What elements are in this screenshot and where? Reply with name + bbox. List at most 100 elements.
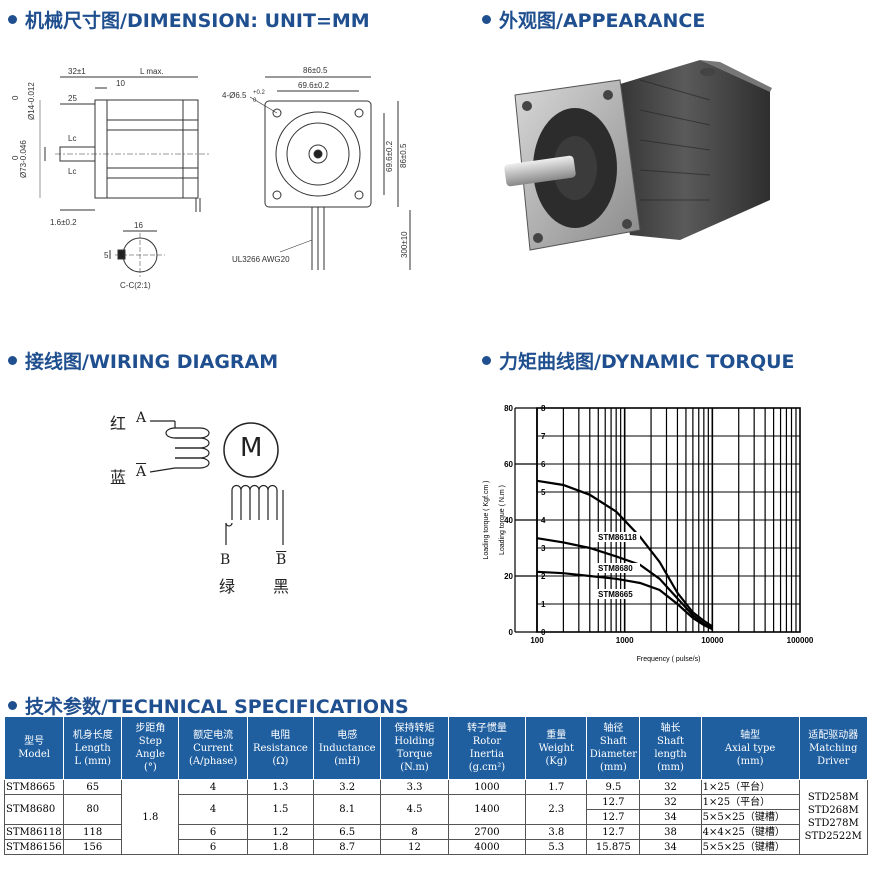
table-cell: 6.5 xyxy=(313,824,382,840)
dim-label: 4-Ø6.5 xyxy=(222,91,247,100)
column-header-line: Holding xyxy=(394,736,435,747)
series-label-bg xyxy=(596,563,640,573)
column-header-line: (mm) xyxy=(736,755,764,767)
driver-name: STD278M xyxy=(807,818,859,829)
y-axis-label-left: Loading torque ( Kgf.cm ) xyxy=(483,481,490,560)
motor-symbol: M xyxy=(240,433,263,463)
column-header-line: Current xyxy=(193,742,234,754)
table-cell: 9.5 xyxy=(586,779,641,795)
table-cell: STM8680 xyxy=(3,794,65,825)
table-cell: 2700 xyxy=(447,824,527,840)
column-header-line: length xyxy=(654,749,687,760)
table-cell: 65 xyxy=(63,779,123,795)
series-line xyxy=(536,479,713,628)
torque-heading: 力矩曲线图/DYNAMIC TORQUE xyxy=(482,347,795,374)
column-header-line: 轴径 xyxy=(603,723,624,734)
column-header-line: Resistance xyxy=(252,742,308,754)
wiring-diagram xyxy=(149,420,284,545)
table-cell: 4 xyxy=(178,794,248,825)
column-header-line: Length xyxy=(74,742,111,754)
y-tick-label-left: 80 xyxy=(504,404,513,413)
table-cell: 3.3 xyxy=(380,779,449,795)
y-tick-label-right: 2 xyxy=(541,572,546,581)
y-tick-label-left: 20 xyxy=(504,572,513,581)
series-line xyxy=(536,570,713,631)
dim-label: 32±1 xyxy=(68,67,86,76)
column-header-line: (A/phase) xyxy=(188,755,238,767)
column-header-line: 重量 xyxy=(546,729,567,741)
column-header-line: 轴长 xyxy=(660,723,681,734)
y-tick-label-right: 0 xyxy=(541,628,546,637)
dim-label: 25 xyxy=(68,94,77,103)
column-header-line: Shaft xyxy=(599,736,627,747)
table-cell: 3.2 xyxy=(313,779,382,795)
column-header-line: Model xyxy=(18,749,50,760)
wire-label-b-bar: B xyxy=(276,552,287,568)
bullet-icon xyxy=(8,15,17,24)
column-header-line: Inductance xyxy=(318,742,376,754)
bullet-icon xyxy=(482,15,491,24)
dim-label: Lc xyxy=(68,134,76,143)
dim-label: 5 xyxy=(104,251,109,260)
dim-label: C-C(2:1) xyxy=(120,281,151,290)
y-tick-label-right: 3 xyxy=(541,544,546,553)
table-cell: 8.7 xyxy=(313,839,382,855)
column-header-line: Shaft xyxy=(657,736,685,747)
x-tick-label: 10000 xyxy=(701,636,724,645)
dim-label: Ø14-0.012 xyxy=(27,82,36,120)
dim-label: 10 xyxy=(116,79,125,88)
y-tick-label-right: 6 xyxy=(541,460,546,469)
column-header-line: Rotor xyxy=(472,736,502,747)
table-cell: 1.2 xyxy=(246,824,315,840)
column-header-line: 电阻 xyxy=(270,729,291,741)
dim-label: +0.2 xyxy=(253,90,266,96)
dim-label: 0 xyxy=(253,98,257,104)
y-tick-label-right: 4 xyxy=(541,516,546,525)
dim-label: 86±0.5 xyxy=(303,66,328,75)
dim-label: 300±10 xyxy=(400,231,409,258)
table-cell: 6 xyxy=(178,824,248,840)
y-tick-label-right: 7 xyxy=(541,432,546,441)
column-header-line: Driver xyxy=(817,755,850,767)
column-header-line: (g.cm²) xyxy=(468,762,506,773)
y-tick-label-right: 1 xyxy=(541,600,546,609)
x-tick-label: 100 xyxy=(530,636,544,645)
table-cell: 1000 xyxy=(447,779,527,795)
table-cell: STM86118 xyxy=(3,824,65,840)
column-header-line: 机身长度 xyxy=(72,729,113,741)
column-header-line: Step xyxy=(138,736,162,747)
table-cell: STM86156 xyxy=(3,839,65,855)
table-cell: 4 xyxy=(178,779,248,795)
table-cell: 4×4×25（键槽） xyxy=(700,824,800,840)
appearance-heading: 外观图/APPEARANCE xyxy=(482,6,705,33)
table-cell: STM8665 xyxy=(3,779,65,795)
y-tick-label-left: 40 xyxy=(504,516,513,525)
driver-name: STD268M xyxy=(807,805,859,816)
column-header-line: Inertia xyxy=(469,749,505,760)
column-header-line: (Ω) xyxy=(272,755,289,767)
table-cell: 12.7 xyxy=(586,824,641,840)
bullet-icon xyxy=(482,356,491,365)
column-header-line: Angle xyxy=(135,749,165,760)
y-tick-label-right: 5 xyxy=(541,488,546,497)
table-cell: 1.8 xyxy=(121,779,180,855)
table-cell: 3.8 xyxy=(525,824,588,840)
dim-label: Lc xyxy=(68,167,76,176)
bullet-icon xyxy=(8,356,17,365)
table-cell: 5×5×25（键槽） xyxy=(700,809,800,825)
series-label: STM8680 xyxy=(598,564,633,573)
column-header-line: L (mm) xyxy=(74,755,112,767)
table-cell: 8 xyxy=(380,824,449,840)
